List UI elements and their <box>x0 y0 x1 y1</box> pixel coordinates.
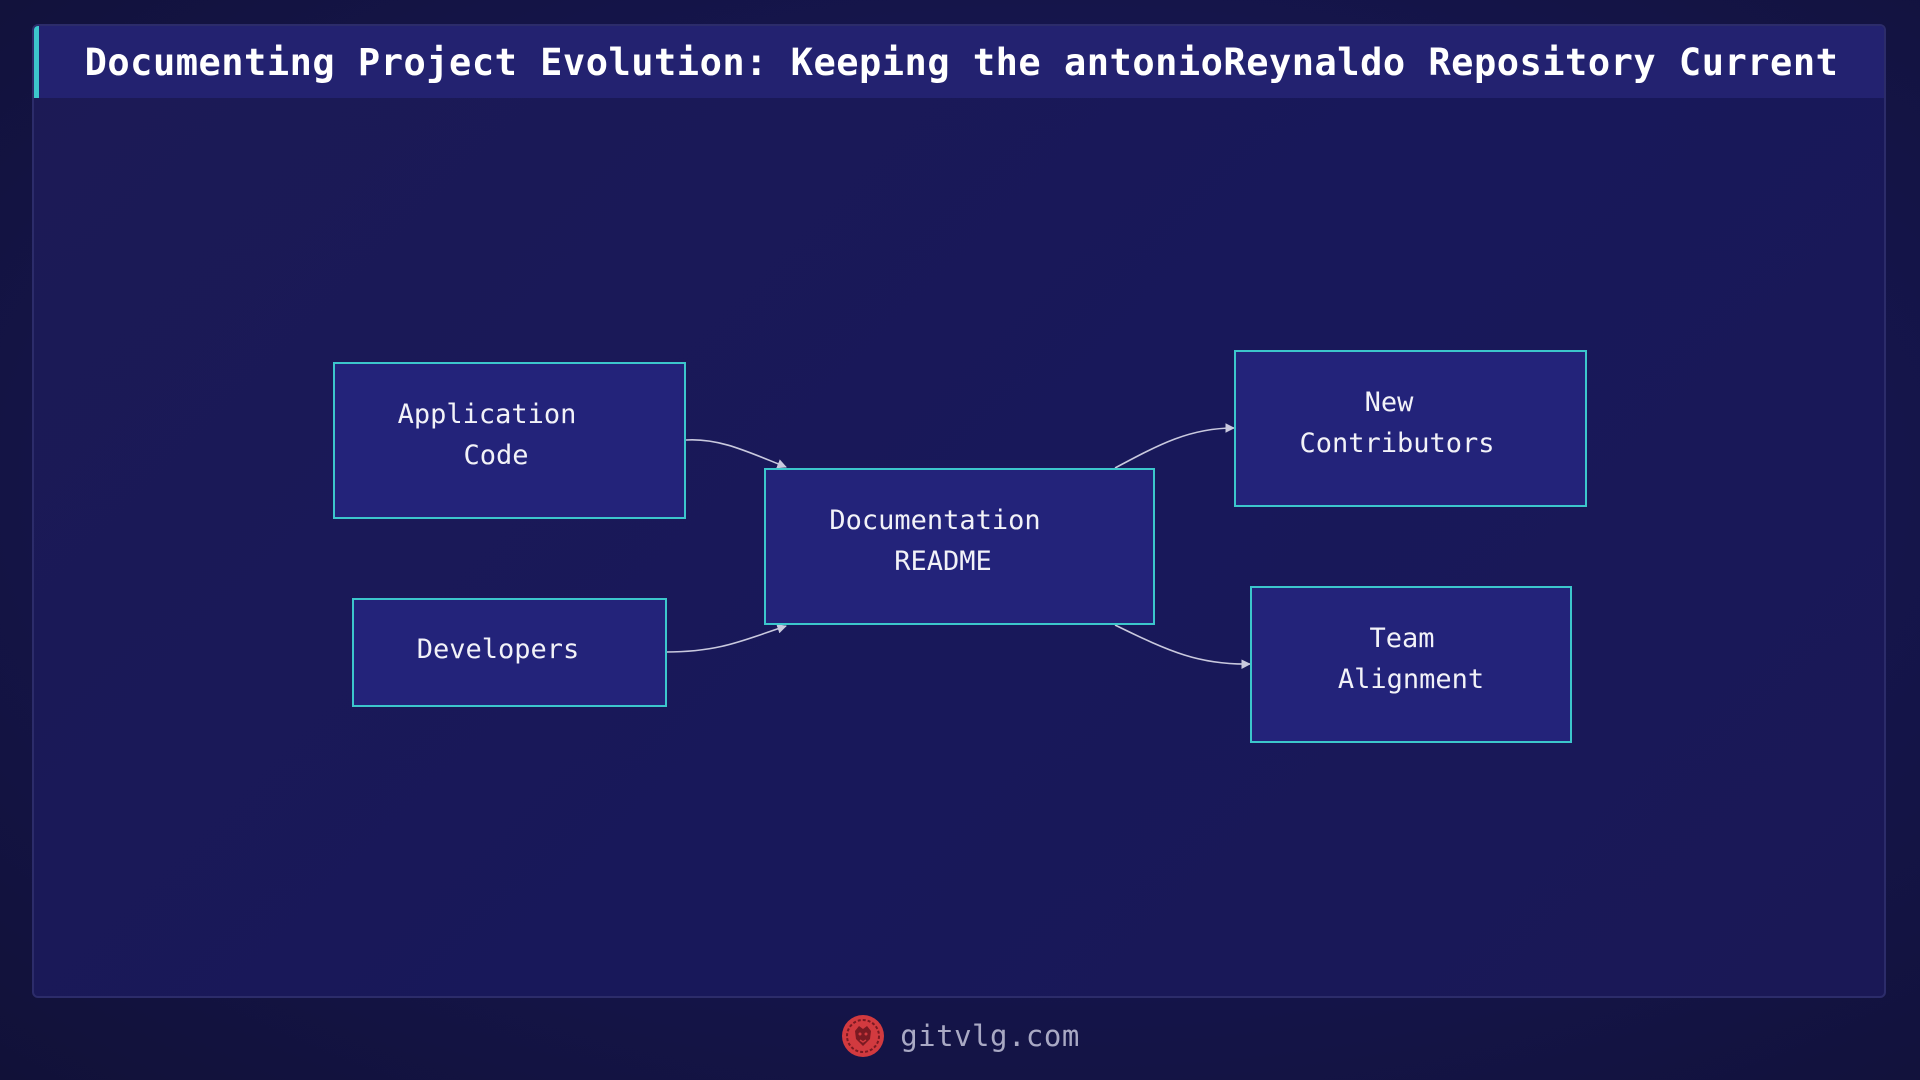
node-documentation-box <box>764 468 1155 625</box>
node-developers-box <box>352 598 667 707</box>
node-developers: Developers <box>352 598 667 707</box>
title-bar: Documenting Project Evolution: Keeping t… <box>34 26 1884 98</box>
node-documentation: Documentation README <box>764 468 1155 625</box>
node-new-contributors-line1: New <box>1365 387 1415 418</box>
node-application-code: Application Code <box>333 362 686 519</box>
lion-icon <box>842 1015 885 1057</box>
node-new-contributors: New Contributors <box>1234 350 1587 507</box>
edge-documentation-to-new-contributors <box>1114 423 1235 469</box>
node-documentation-line1: Documentation <box>829 505 1040 536</box>
footer: gitvlg.com <box>0 1010 1920 1062</box>
footer-site-link[interactable]: gitvlg.com <box>900 1019 1080 1053</box>
node-developers-line1: Developers <box>417 634 580 665</box>
node-application-code-line1: Application <box>398 399 577 430</box>
node-team-alignment-line1: Team <box>1369 623 1434 654</box>
node-application-code-line2: Code <box>463 440 528 471</box>
node-new-contributors-line2: Contributors <box>1299 428 1494 459</box>
diagram-title: Documenting Project Evolution: Keeping t… <box>84 40 1839 84</box>
edge-documentation-to-team-alignment <box>1114 624 1251 669</box>
node-documentation-line2: README <box>894 546 992 577</box>
node-new-contributors-box <box>1234 350 1587 507</box>
edge-application-code-to-documentation <box>685 439 787 469</box>
node-application-code-box <box>333 362 686 519</box>
node-team-alignment-box <box>1250 586 1572 743</box>
edge-developers-to-documentation <box>665 624 787 653</box>
node-team-alignment: Team Alignment <box>1250 586 1572 743</box>
node-team-alignment-line2: Alignment <box>1338 664 1484 695</box>
